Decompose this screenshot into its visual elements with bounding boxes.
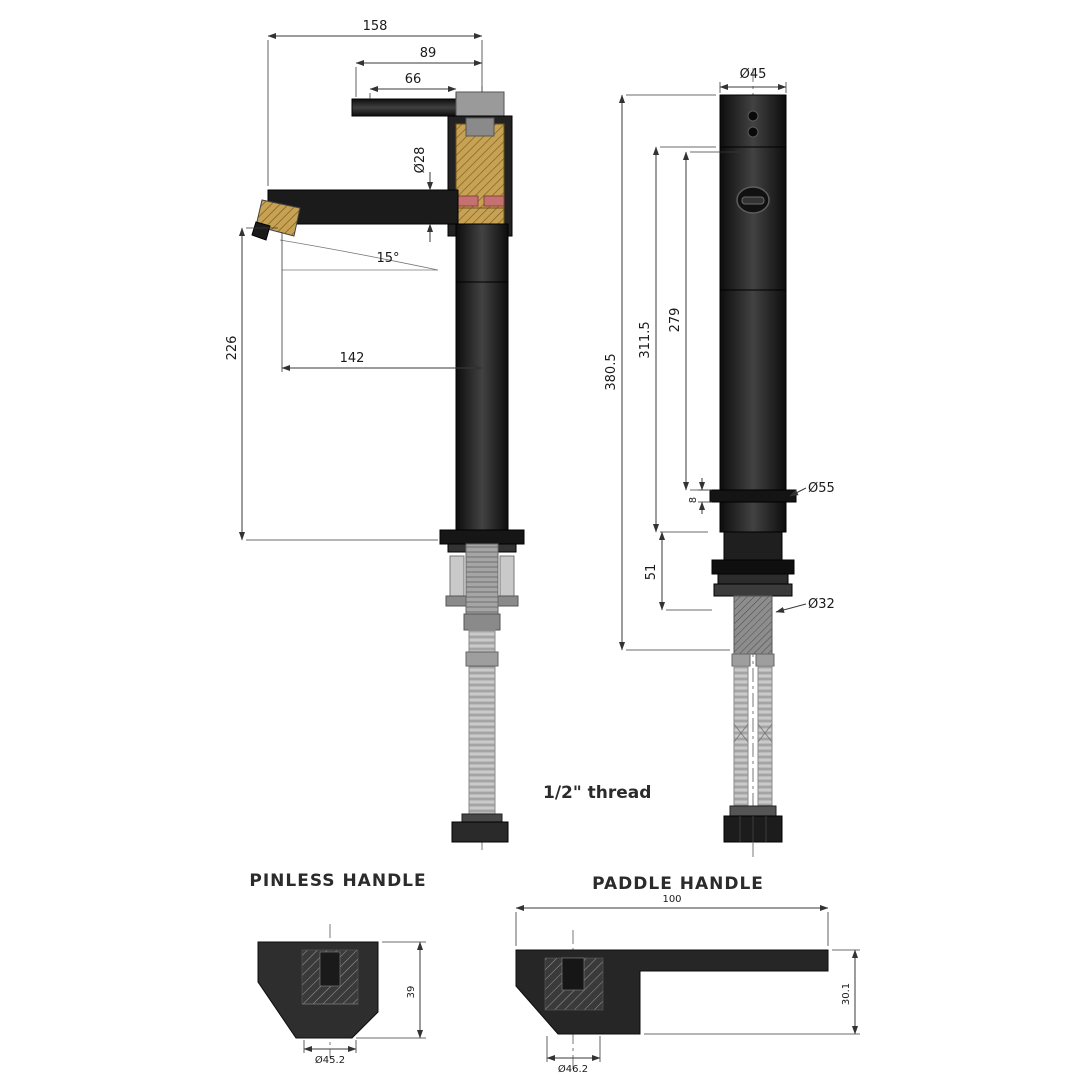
handle-hub xyxy=(455,91,505,119)
threaded-shank xyxy=(465,543,499,615)
dim-text-89: 89 xyxy=(420,46,437,61)
dim-text-dia28: Ø28 xyxy=(413,147,428,174)
side-view: 158 89 66 Ø28 15° xyxy=(225,19,525,852)
flange-ring xyxy=(709,489,797,503)
dim-angle-15: 15° xyxy=(279,239,439,271)
dim-380: 380.5 xyxy=(604,94,730,651)
front-view: Ø45 380.5 311.5 279 8 xyxy=(543,67,835,860)
dim-text-279: 279 xyxy=(668,308,683,333)
dim-text-158: 158 xyxy=(363,19,388,34)
dim-text-dia45: Ø45 xyxy=(740,67,767,82)
hose-collar-left xyxy=(731,653,751,667)
pinless-handle-title: PINLESS HANDLE xyxy=(249,871,426,891)
dim-text-380: 380.5 xyxy=(604,353,619,390)
cap-dot-top xyxy=(747,110,759,122)
base-flange xyxy=(439,529,525,545)
dim-51: 51 xyxy=(644,531,712,611)
mounting-bolt-right xyxy=(499,555,515,603)
base-washer-front xyxy=(713,583,793,597)
hose-right xyxy=(757,665,773,817)
dim-paddle-length: 100 xyxy=(515,894,829,946)
dim-dia28: Ø28 xyxy=(413,147,434,242)
dim-text-66: 66 xyxy=(405,72,422,87)
dim-text-pinless-height: 39 xyxy=(406,986,417,999)
paddle-handle-title: PADDLE HANDLE xyxy=(592,874,764,894)
dim-311: 311.5 xyxy=(638,146,716,533)
o-ring-left xyxy=(455,195,479,207)
paddle-screw-bore xyxy=(561,957,585,991)
dim-text-paddle-length: 100 xyxy=(662,894,681,905)
thread-note: 1/2" thread xyxy=(543,783,651,803)
base-block xyxy=(723,531,783,561)
dim-text-paddle-height: 30.1 xyxy=(841,983,852,1005)
handle-lever xyxy=(351,98,465,117)
mounting-bolt-left xyxy=(449,555,465,603)
paddle-handle-detail: 100 30.1 Ø46.2 xyxy=(515,894,860,1075)
mounting-nut-left xyxy=(445,595,469,607)
dim-text-angle: 15° xyxy=(376,251,399,266)
dim-text-311: 311.5 xyxy=(638,321,653,358)
hose-collar xyxy=(465,651,499,667)
aerator-tip xyxy=(251,221,271,241)
dim-dia32: Ø32 xyxy=(775,597,835,613)
pinless-handle-detail: 39 Ø45.2 xyxy=(257,924,426,1066)
dim-66: 66 xyxy=(369,72,457,99)
dim-text-51: 51 xyxy=(644,564,659,581)
lower-body xyxy=(719,501,787,533)
dim-89: 89 xyxy=(355,46,483,97)
cartridge-screw xyxy=(465,117,495,137)
dim-8: 8 xyxy=(688,478,712,514)
handle-details: PINLESS HANDLE PADDLE HANDLE 39 Ø45.2 xyxy=(249,871,860,1075)
hose-collar-right xyxy=(755,653,775,667)
dim-158: 158 xyxy=(267,19,483,186)
dim-text-paddle-dia: Ø46.2 xyxy=(558,1063,588,1075)
base-ring xyxy=(717,573,789,585)
handle-socket-slot xyxy=(741,196,765,205)
dim-pinless-dia: Ø45.2 xyxy=(303,1040,357,1066)
base-ring-wide xyxy=(711,559,795,575)
cap-dot-bottom xyxy=(747,126,759,138)
dim-142: 142 xyxy=(281,232,483,372)
dim-226: 226 xyxy=(225,227,438,541)
hose-left xyxy=(733,665,749,817)
faucet-body-column xyxy=(455,223,509,531)
dim-text-226: 226 xyxy=(225,336,240,361)
dim-text-dia32: Ø32 xyxy=(808,597,835,612)
dim-dia45: Ø45 xyxy=(719,67,787,93)
cartridge-brass-section xyxy=(455,123,505,209)
dim-text-8: 8 xyxy=(688,497,699,503)
dim-text-pinless-dia: Ø45.2 xyxy=(315,1054,345,1066)
dim-pinless-height: 39 xyxy=(356,941,426,1039)
hose-connector xyxy=(463,613,501,631)
dim-paddle-height: 30.1 xyxy=(644,949,860,1035)
o-ring-right xyxy=(483,195,505,207)
dim-dia55: Ø55 xyxy=(789,481,835,497)
pinless-screw-bore xyxy=(319,951,341,987)
threaded-shank-front xyxy=(733,595,773,655)
dim-text-dia55: Ø55 xyxy=(808,481,835,496)
dim-text-142: 142 xyxy=(340,351,365,366)
mounting-nut-right xyxy=(495,595,519,607)
dim-paddle-dia: Ø46.2 xyxy=(546,1036,601,1075)
hex-nut-side xyxy=(451,821,509,843)
